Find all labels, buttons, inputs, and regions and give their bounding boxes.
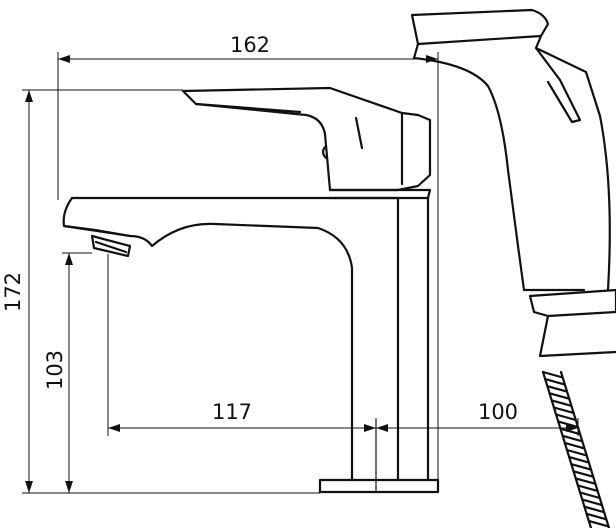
- hose-braid-segment: [570, 463, 593, 471]
- sprayer-hose: [541, 370, 611, 528]
- dimension-162: 162: [57, 33, 439, 480]
- hose-braid-segment: [541, 370, 564, 379]
- dimension-172: 172: [1, 89, 320, 494]
- sprayer-head-edge: [412, 34, 543, 60]
- dimension-103-label: 103: [43, 350, 67, 390]
- hose-braid-segment: [544, 378, 567, 386]
- hose-braid-segment: [587, 519, 610, 528]
- hose-braid-segment: [572, 470, 595, 478]
- hose-braid-segment: [583, 505, 606, 514]
- hose-braid-segment: [581, 498, 604, 507]
- hose-braid-segment: [574, 477, 597, 485]
- sprayer-holder: [528, 288, 616, 358]
- spout-inner: [62, 224, 132, 238]
- hose-braid-segment: [557, 420, 580, 429]
- dimension-117: 117: [107, 254, 377, 436]
- hose-braid-segment: [578, 491, 601, 500]
- hose-braid-segment: [568, 456, 591, 464]
- hose-braid-segment: [563, 441, 586, 450]
- body-right: [396, 196, 430, 482]
- hose-braid-segment: [565, 448, 588, 457]
- spout: [62, 196, 400, 482]
- hose-braid-segment: [554, 413, 577, 422]
- hose-braid-segment: [546, 385, 569, 393]
- sprayer-body: [412, 46, 611, 292]
- cartridge-knob: [321, 144, 328, 160]
- hose-braid-segment: [585, 512, 608, 521]
- faucet-base: [318, 478, 440, 494]
- dimension-100: 100: [376, 400, 579, 436]
- faucet-body: [62, 86, 440, 494]
- hose-braid-segment: [561, 434, 584, 443]
- hose-braid-segment: [559, 427, 582, 436]
- hose-braid-segment: [576, 484, 599, 492]
- lever-handle: [181, 86, 432, 192]
- hose-braid-segment: [548, 392, 571, 400]
- body-collar: [328, 188, 432, 200]
- dimension-172-label: 172: [1, 272, 25, 312]
- sprayer-trigger: [534, 46, 582, 124]
- hand-sprayer: [410, 8, 616, 528]
- dimension-100-label: 100: [478, 400, 518, 424]
- aerator: [90, 234, 132, 258]
- sprayer-head: [410, 8, 550, 46]
- lever-inner-edge: [194, 102, 404, 186]
- dimension-103: 103: [43, 252, 92, 493]
- hose-braid-segment: [552, 406, 575, 414]
- dimension-162-label: 162: [230, 33, 270, 57]
- hose-braid-segment: [550, 399, 573, 407]
- dimension-117-label: 117: [212, 400, 252, 424]
